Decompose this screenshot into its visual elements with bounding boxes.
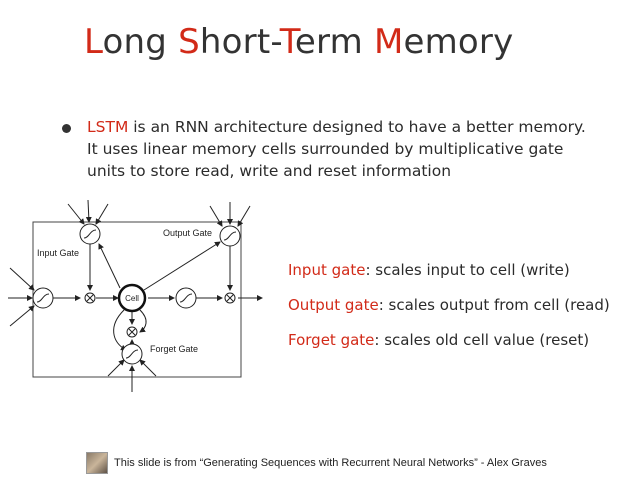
input-gate-desc: : scales input to cell (write): [365, 261, 570, 279]
title-rest-1: ong: [102, 22, 179, 62]
gate-line-forget: Forget gate: scales old cell value (rese…: [288, 323, 610, 358]
input-gate-node: [79, 223, 101, 245]
title-rest-2: hort-: [199, 22, 280, 62]
input-multiply-node: [84, 292, 96, 304]
bullet-text: LSTM is an RNN architecture designed to …: [87, 116, 586, 182]
gate-descriptions: Input gate: scales input to cell (write)…: [288, 253, 610, 358]
forget-gate-desc: : scales old cell value (reset): [374, 331, 590, 349]
title-cap-m: M: [373, 22, 404, 62]
title-cap-s: S: [178, 22, 200, 62]
output-multiply-node: [224, 292, 236, 304]
gate-line-output: Output gate: scales output from cell (re…: [288, 288, 610, 323]
footer: This slide is from “Generating Sequences…: [86, 452, 547, 474]
output-squash-node: [175, 287, 197, 309]
slide-title: Long Short-Term Memory: [84, 22, 513, 62]
cell-label: Cell: [125, 294, 139, 303]
input-gate-label: Input Gate: [37, 248, 79, 258]
gate-line-input: Input gate: scales input to cell (write): [288, 253, 610, 288]
bullet-line-3: units to store read, write and reset inf…: [87, 162, 452, 180]
output-gate-term: Output gate: [288, 296, 379, 314]
author-avatar: [86, 452, 108, 474]
input-gate-inputs: [67, 199, 109, 225]
title-cap-t: T: [279, 22, 295, 62]
bullet-line-1-rest: is an RNN architecture designed to have …: [128, 118, 586, 136]
bullet-line-2: It uses linear memory cells surrounded b…: [87, 140, 564, 158]
lstm-highlight: LSTM: [87, 118, 129, 136]
forget-gate-inputs: [107, 359, 157, 392]
forget-gate-node: [121, 343, 143, 365]
input-gate-term: Input gate: [288, 261, 366, 279]
title-rest-4: emory: [403, 22, 514, 62]
title-rest-3: erm: [294, 22, 374, 62]
title-cap-l: L: [84, 22, 103, 62]
forget-gate-term: Forget gate: [288, 331, 375, 349]
forget-gate-label: Forget Gate: [150, 344, 198, 354]
input-squash-inputs: [8, 267, 35, 327]
forget-multiply-node: [126, 326, 138, 338]
cell-node: [117, 283, 147, 313]
internal-connections: [53, 241, 263, 351]
output-gate-node: [219, 225, 241, 247]
output-gate-inputs: [209, 202, 251, 227]
footer-text: This slide is from “Generating Sequences…: [114, 457, 547, 469]
output-gate-label: Output Gate: [163, 228, 212, 238]
input-squash-node: [32, 287, 54, 309]
bullet-dot: [62, 124, 71, 133]
bullet-line-1: LSTM is an RNN architecture designed to …: [87, 116, 586, 138]
output-gate-desc: : scales output from cell (read): [378, 296, 610, 314]
lstm-diagram: Input Gate Output Gate Cell Forget Gate: [8, 199, 263, 392]
